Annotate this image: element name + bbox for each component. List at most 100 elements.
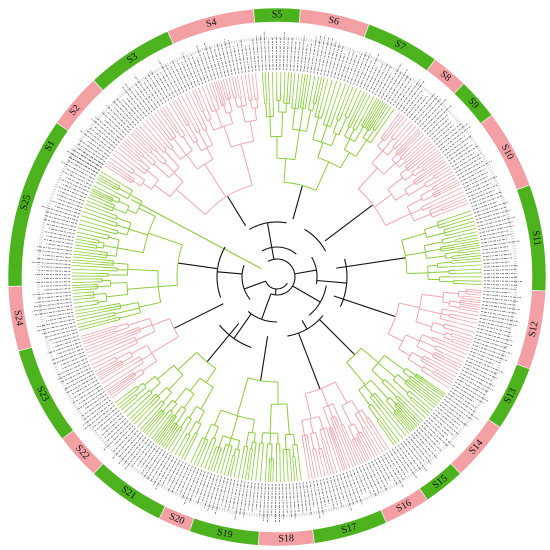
branch	[382, 134, 388, 140]
leaf-branch	[317, 76, 322, 95]
leaf-label	[68, 156, 99, 174]
branch	[427, 264, 438, 267]
branch	[433, 353, 445, 360]
leaf-branch	[471, 289, 482, 291]
branch	[89, 246, 97, 249]
leaf-label	[380, 455, 399, 486]
leaf-branch	[376, 420, 395, 446]
branch	[309, 418, 314, 434]
branch	[158, 284, 178, 288]
branch-arc	[407, 352, 413, 360]
leaf-branch	[451, 341, 470, 349]
branch	[204, 423, 213, 440]
branch-arc	[163, 149, 167, 153]
branch-arc	[387, 303, 400, 335]
branch	[281, 112, 284, 137]
branch-arc	[117, 186, 121, 191]
branch	[106, 293, 128, 298]
leaf-branch	[441, 361, 460, 371]
leaf-branch	[200, 448, 209, 468]
leaf-branch	[454, 239, 479, 246]
leaf-label	[126, 97, 145, 119]
branch	[171, 148, 181, 160]
leaf-label	[201, 473, 213, 502]
leaf-branch	[442, 199, 468, 211]
branch	[296, 444, 299, 454]
branch-arc	[150, 151, 153, 154]
leaf-label	[389, 450, 407, 477]
branch	[168, 374, 184, 391]
leaf-label	[122, 436, 147, 466]
leaf-branch	[464, 302, 481, 306]
branch	[265, 103, 268, 117]
leaf-label	[36, 294, 71, 299]
branch-arc	[451, 338, 453, 342]
branch	[432, 322, 445, 327]
leaf-branch	[455, 326, 475, 333]
branch	[131, 199, 262, 270]
branch	[205, 368, 217, 383]
branch	[186, 154, 198, 170]
leaf-label	[176, 61, 191, 90]
branch	[121, 356, 133, 363]
branch	[302, 99, 305, 109]
branch-arc	[97, 300, 99, 304]
branch	[100, 254, 108, 256]
branch	[433, 186, 440, 191]
leaf-branch	[454, 330, 474, 337]
branch	[103, 259, 114, 262]
branch-arc	[341, 399, 353, 407]
leaf-branch	[451, 252, 481, 257]
branch-arc	[226, 111, 233, 114]
leaf-label	[474, 206, 506, 217]
branch	[223, 126, 232, 148]
leaf-branch	[96, 364, 114, 375]
leaf-branch	[336, 440, 348, 470]
branch-arc	[416, 334, 423, 347]
leaf-branch	[93, 185, 112, 195]
branch-arc	[98, 240, 100, 244]
branch-arc	[370, 392, 376, 398]
branch	[353, 423, 360, 434]
leaf-branch	[97, 366, 115, 377]
branch	[217, 448, 222, 458]
leaf-branch	[377, 108, 395, 133]
leaf-label	[326, 477, 335, 509]
leaf-branch	[289, 460, 293, 482]
leaf-branch	[109, 378, 134, 397]
leaf-label	[473, 341, 512, 355]
branch	[152, 318, 170, 326]
leaf-branch	[108, 378, 131, 395]
branch-arc	[215, 99, 218, 101]
branch-arc	[237, 104, 247, 108]
branch	[127, 176, 134, 182]
leaf-label	[466, 360, 498, 375]
leaf-branch	[423, 163, 448, 180]
leaf-branch	[423, 156, 444, 171]
leaf-branch	[352, 91, 365, 118]
branch	[365, 120, 372, 130]
leaf-label	[400, 80, 425, 112]
leaf-label	[66, 370, 93, 385]
branch-arc	[420, 355, 425, 361]
branch	[250, 441, 253, 449]
leaf-label	[450, 145, 479, 165]
branch	[183, 393, 195, 409]
leaf-label	[439, 404, 469, 427]
leaf-label	[361, 465, 377, 496]
leaf-branch	[120, 395, 138, 411]
leaf-label	[32, 305, 73, 312]
leaf-branch	[416, 147, 437, 165]
leaf-branch	[272, 72, 274, 107]
leaf-branch	[441, 340, 469, 352]
leaf-branch	[406, 131, 423, 148]
leaf-branch	[458, 247, 480, 252]
branch	[406, 160, 416, 170]
branch-arc	[144, 167, 150, 175]
leaf-label	[228, 479, 236, 511]
leaf-label	[60, 178, 89, 193]
branch-arc	[429, 210, 433, 218]
branch	[241, 106, 246, 123]
leaf-branch	[259, 455, 263, 482]
leaf-branch	[303, 74, 309, 101]
